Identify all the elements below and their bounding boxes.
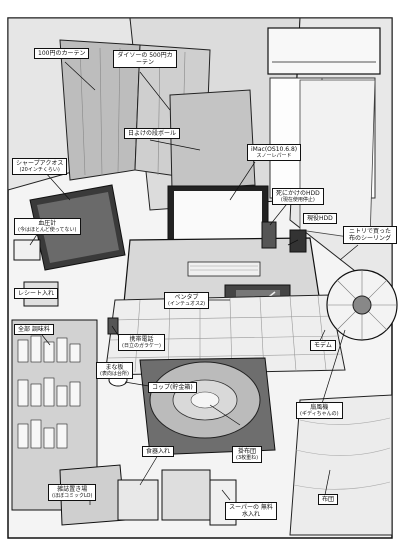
- blood-pressure-monitor: [13, 239, 41, 261]
- air-conditioner: [267, 27, 381, 75]
- old-hdd: [261, 221, 277, 249]
- active-hdd: [289, 229, 307, 253]
- label-cardboard: 日よけの段ボール: [124, 128, 181, 139]
- label-magazine-bin: 雑誌置き場(ほぼコミックLO): [48, 484, 97, 501]
- storage-box: [161, 469, 211, 521]
- label-fan: 扇風機(ギディちゃんの): [296, 402, 343, 419]
- cellphone: [107, 317, 119, 335]
- label-futon: 布団: [318, 494, 339, 505]
- label-daiso-curtain: ダイソーの 500円カーテン: [113, 50, 177, 68]
- tableware-bin: [117, 479, 159, 521]
- keyboard: [187, 261, 261, 277]
- label-tableware-bin: 食器入れ: [142, 446, 175, 457]
- label-futon-layers: 掛布団(3枚重ね): [232, 446, 263, 463]
- futon-bedding: [289, 394, 393, 536]
- label-receipt-box: レシート入れ: [14, 288, 59, 299]
- label-cutting-board: まな板(表向は台所): [96, 362, 133, 379]
- label-cellphone: 携帯電話(日立のガラケー): [118, 334, 165, 351]
- label-modem: モデム: [310, 340, 336, 351]
- label-water-bottle: スーパーの 無料水入れ: [225, 502, 277, 520]
- label-blood-pressure: 血圧計(今はほとんど使ってない): [14, 218, 81, 235]
- cardboard-sunshade: [169, 89, 256, 191]
- label-nitori-sealing: ニトリで買った 布のシーリング: [343, 226, 397, 244]
- label-seasonings: 全部 調味料: [14, 324, 54, 335]
- label-pen-tablet: ペンタブ(インテュオス2): [164, 292, 210, 309]
- label-hdd-old: 死にかけのHDD(現在使用停止): [272, 188, 324, 205]
- label-curtain-100yen: 100円のカーテン: [34, 48, 90, 59]
- label-imac: iMac(OS10.6.8)スノーレパード: [247, 144, 302, 161]
- label-external-hdd: 現役HDD: [303, 213, 337, 224]
- label-cup: コップ(貯金箱): [148, 382, 197, 393]
- label-sharp-aquos: シャープアクオス(20インチくらい): [12, 158, 68, 175]
